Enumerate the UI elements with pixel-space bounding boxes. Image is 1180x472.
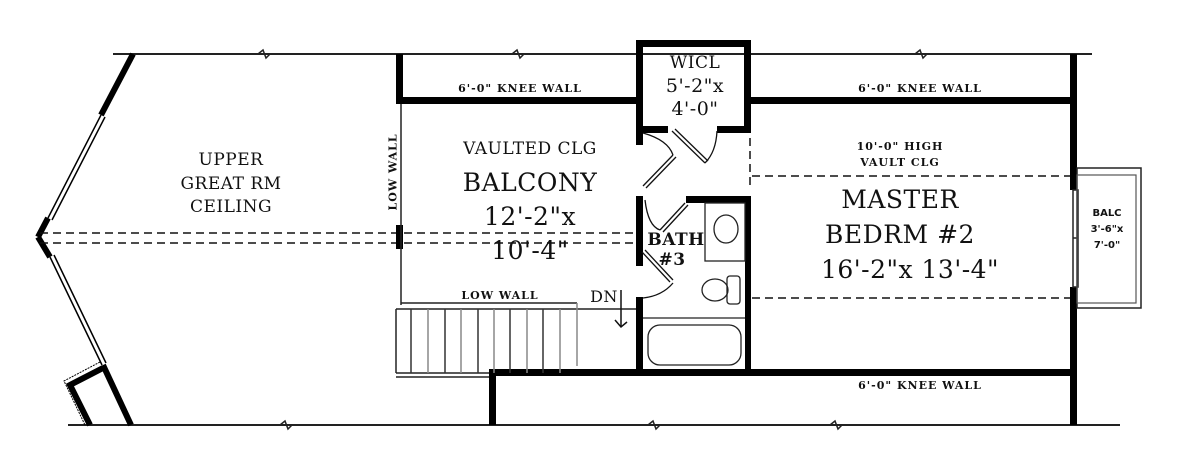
knee-wall-right-label: 6'-0" KNEE WALL [858, 82, 982, 95]
master-name-line2: BEDRM #2 [825, 220, 975, 249]
master-dims: 16'-2"x 13'-4" [820, 255, 1000, 284]
great-room-label-line2: GREAT RM [180, 174, 282, 194]
ridge-lines [40, 125, 1075, 299]
great-room-label-line3: CEILING [189, 197, 273, 217]
balc-name: BALC [1092, 208, 1122, 219]
balc-dim1: 3'-6"x [1090, 224, 1124, 235]
balc-structure [1072, 167, 1142, 309]
wicl-dim2: 4'-0" [671, 98, 719, 120]
knee-wall-left-label: 6'-0" KNEE WALL [458, 82, 582, 95]
master-name-line1: MASTER [841, 185, 959, 214]
balcony-ceiling: VAULTED CLG [463, 139, 597, 159]
master-ceiling-line1: 10'-0" HIGH [856, 140, 944, 153]
wicl-dim1: 5'-2"x [665, 75, 725, 97]
bath-name: BATH [647, 230, 705, 250]
bath-fixtures [643, 202, 746, 366]
low-wall-vertical-label: LOW WALL [386, 133, 400, 211]
great-room-angled-wall [35, 52, 136, 427]
master-ceiling-line2: VAULT CLG [860, 156, 940, 169]
doors [641, 128, 718, 299]
balc-dim2: 7'-0" [1093, 240, 1121, 251]
knee-wall-bottom-label: 6'-0" KNEE WALL [858, 379, 982, 392]
balcony-name: BALCONY [462, 168, 598, 197]
low-wall-horizontal-label: LOW WALL [461, 289, 539, 302]
stair-treads [410, 303, 578, 373]
stair-dn-label: DN [590, 287, 618, 306]
roof-lines [68, 48, 1120, 431]
walls [396, 40, 1077, 425]
great-room-label-line1: UPPER [198, 150, 264, 170]
wicl-name: WICL [669, 53, 721, 73]
bath-number: #3 [658, 250, 686, 270]
stair-down-arrow [614, 290, 628, 329]
balcony-dim2: 10'-4" [491, 236, 569, 265]
balcony-dim1: 12'-2"x [483, 202, 577, 231]
